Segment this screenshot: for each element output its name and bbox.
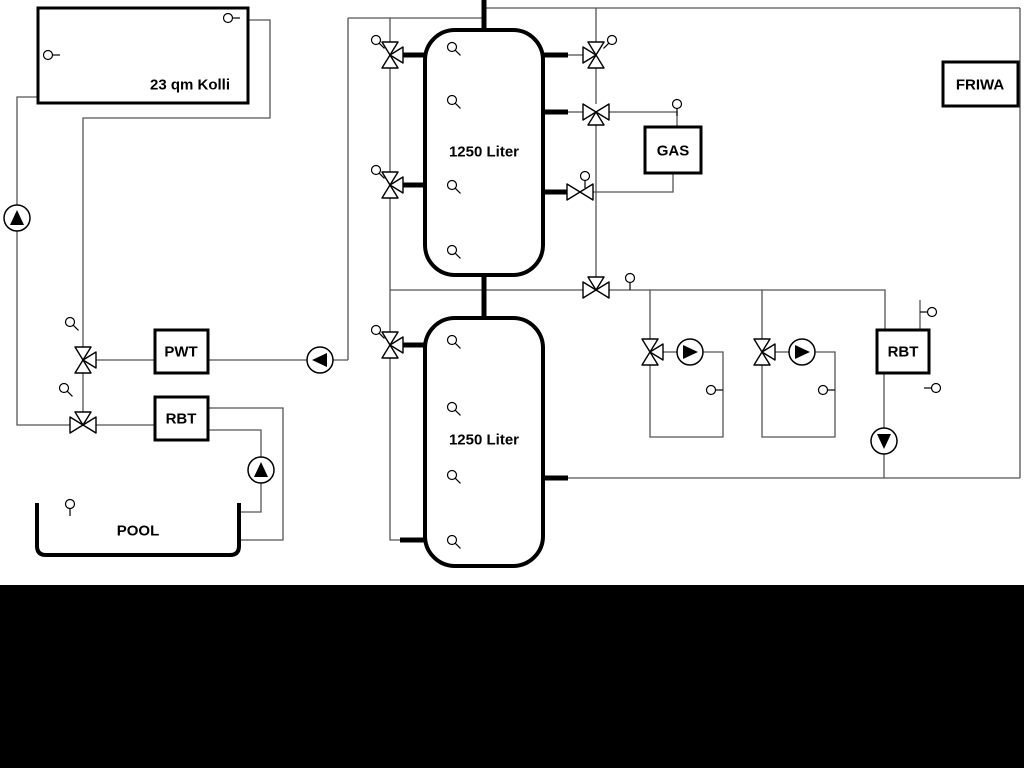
pool-basin — [35, 503, 241, 557]
temperature-sensor-icon — [579, 170, 591, 189]
pwt-label: PWT — [164, 344, 197, 361]
pipe-line — [609, 289, 886, 330]
pipe-line — [16, 96, 70, 426]
three-way-valve-icon — [582, 41, 605, 69]
three-way-valve-icon — [582, 276, 610, 299]
pump-up-icon — [3, 204, 31, 232]
temperature-sensor-icon — [57, 381, 77, 401]
three-way-valve-icon — [753, 338, 776, 366]
hydraulic-schematic: 23 qm Kolli 1250 Liter 1250 Liter GAS FR… — [0, 0, 1024, 585]
pump-right-icon — [676, 338, 704, 366]
temperature-sensor-icon — [817, 384, 836, 396]
rbt-right-box — [875, 328, 931, 375]
rbt-left-label: RBT — [166, 411, 197, 428]
pipe-line — [208, 407, 284, 541]
three-way-valve-icon — [74, 346, 97, 374]
three-way-valve-icon — [69, 411, 97, 434]
pipe-line — [761, 351, 836, 438]
three-way-valve-icon — [582, 103, 610, 126]
pump-left-icon — [306, 346, 334, 374]
temperature-sensor-icon — [63, 315, 83, 335]
pwt-box — [153, 328, 210, 375]
temperature-sensor-icon — [64, 498, 76, 517]
temperature-sensor-icon — [705, 384, 724, 396]
buffer-tank-top — [423, 28, 545, 277]
three-way-valve-icon — [381, 41, 404, 69]
pipe-line — [593, 173, 674, 193]
tank-bottom-label: 1250 Liter — [449, 432, 519, 449]
gas-boiler-box — [643, 125, 703, 175]
pool-label: POOL — [117, 523, 160, 540]
three-way-valve-icon — [381, 331, 404, 359]
three-way-valve-icon — [641, 338, 664, 366]
collector-label: 23 qm Kolli — [150, 77, 230, 94]
tank-port-stubs — [400, 0, 568, 543]
rbt-right-label: RBT — [888, 344, 919, 361]
pipe-line — [389, 358, 402, 541]
temperature-sensor-icon — [923, 382, 942, 394]
friwa-box — [941, 60, 1020, 108]
temperature-sensor-icon — [671, 98, 683, 117]
pipe-line — [82, 19, 271, 347]
rbt-left-box — [153, 395, 210, 442]
pump-up-icon — [247, 456, 275, 484]
pipe-line — [609, 111, 678, 127]
valve-icon — [566, 183, 594, 201]
schematic-svg: 23 qm Kolli 1250 Liter 1250 Liter GAS FR… — [3, 0, 1021, 568]
three-way-valve-icon — [381, 171, 404, 199]
temperature-sensor-icon — [624, 272, 636, 291]
pipe-line — [649, 351, 724, 438]
letterbox-bottom — [0, 585, 1024, 768]
buffer-tank-bottom — [423, 316, 545, 568]
friwa-label: FRIWA — [956, 77, 1004, 94]
pump-right-icon — [788, 338, 816, 366]
solar-collector-box — [36, 6, 250, 105]
temperature-sensor-icon — [919, 306, 938, 318]
gas-boiler-label: GAS — [657, 143, 690, 160]
tank-top-label: 1250 Liter — [449, 144, 519, 161]
pump-down-icon — [870, 427, 898, 455]
